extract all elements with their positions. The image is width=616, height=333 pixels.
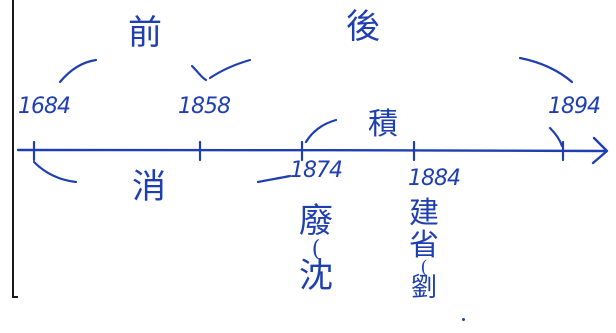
arc-hou-left — [208, 58, 252, 80]
event-fei-char-3: 沈 — [299, 256, 333, 297]
arc-ji-right — [548, 126, 564, 148]
arc-qian-right — [190, 64, 208, 82]
timeline-arrowhead — [591, 136, 609, 165]
arc-ji-left — [304, 118, 338, 144]
event-fei-char-2: ( — [311, 236, 321, 262]
frame-border-bottom — [12, 296, 18, 298]
year-label-1884: 1884 — [408, 166, 461, 191]
arc-qian-left — [58, 58, 98, 84]
year-label-1858: 1858 — [178, 94, 231, 119]
arc-xiao-right — [256, 174, 292, 184]
year-label-1894: 1894 — [548, 94, 601, 119]
event-jian-char-4: 劉 — [410, 273, 437, 304]
timeline-axis — [16, 148, 608, 153]
period-label-ji: 積 — [368, 107, 398, 142]
event-fei-stack: 廢 ( 沈 — [294, 201, 338, 297]
period-label-qian: 前 — [128, 13, 162, 53]
frame-border-left — [12, 0, 14, 298]
arc-hou-right — [518, 56, 574, 84]
event-jian-char-2: 省 — [409, 227, 439, 263]
period-label-hou: 後 — [346, 7, 380, 47]
year-label-1874: 1874 — [290, 158, 343, 183]
year-label-1684: 1684 — [18, 94, 71, 119]
ink-dot — [462, 318, 465, 321]
event-fei-char-1: 廢 — [299, 201, 333, 241]
event-jian-char-3: ( — [420, 257, 428, 278]
arc-xiao-left — [32, 160, 78, 184]
period-label-xiao: 消 — [132, 167, 166, 207]
event-jian-stack: 建 省 ( 劉 — [402, 198, 446, 303]
event-jian-char-1: 建 — [409, 196, 439, 231]
